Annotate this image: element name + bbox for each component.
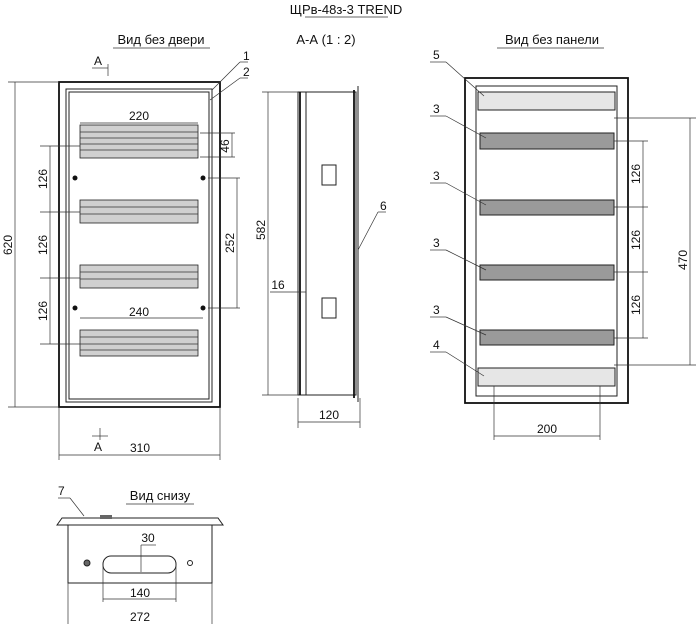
callout-3-c: 3 xyxy=(433,236,440,250)
callout-3-d: 3 xyxy=(433,303,440,317)
front-rail-1 xyxy=(79,124,199,159)
panel-rail-3 xyxy=(479,264,615,281)
dim-252: 252 xyxy=(223,233,237,253)
dim-470: 470 xyxy=(676,250,690,270)
panel-rail-1 xyxy=(479,132,615,150)
view-label-panel: Вид без панели xyxy=(505,32,599,47)
dim-272: 272 xyxy=(130,610,150,624)
section-marker-top: А xyxy=(94,54,102,68)
callout-5: 5 xyxy=(433,48,440,62)
dim-126-p3: 126 xyxy=(629,295,643,315)
callout-2: 2 xyxy=(243,65,250,79)
view-label-bottom: Вид снизу xyxy=(130,488,191,503)
dim-582: 582 xyxy=(254,220,268,240)
front-rail-4 xyxy=(79,329,199,357)
cable-slot xyxy=(102,555,177,574)
front-view: 220 240 46 252 126 126 126 620 310 А А 1… xyxy=(1,49,250,460)
dim-620: 620 xyxy=(1,235,15,255)
terminal-block-top xyxy=(477,91,616,111)
dim-46: 46 xyxy=(218,139,232,153)
view-label-front: Вид без двери xyxy=(117,32,204,47)
view-label-section: А-А (1 : 2) xyxy=(296,32,355,47)
callout-3-a: 3 xyxy=(433,102,440,116)
terminal-block-bottom xyxy=(477,367,616,387)
section-view: 582 16 120 6 xyxy=(254,86,387,428)
bottom-view: Вид снизу 7 30 140 272 xyxy=(56,484,224,624)
front-rail-2 xyxy=(79,199,199,224)
dim-16: 16 xyxy=(271,278,285,292)
dim-126-p2: 126 xyxy=(629,230,643,250)
dim-120: 120 xyxy=(319,408,339,422)
dim-126-c: 126 xyxy=(36,301,50,321)
dim-200: 200 xyxy=(537,422,557,436)
dim-140: 140 xyxy=(130,586,150,600)
dim-240: 240 xyxy=(129,305,149,319)
drawing-title: ЩРв-48з-3 TREND xyxy=(290,2,402,17)
dim-126-a: 126 xyxy=(36,169,50,189)
section-marker-bottom: А xyxy=(94,440,102,454)
dim-220: 220 xyxy=(129,109,149,123)
callout-4: 4 xyxy=(433,338,440,352)
callout-3-b: 3 xyxy=(433,169,440,183)
panel-view: 470 126 126 126 200 5 3 3 3 3 4 xyxy=(430,48,696,440)
dim-310: 310 xyxy=(130,441,150,455)
callout-6: 6 xyxy=(380,199,387,213)
front-rail-3 xyxy=(79,264,199,289)
callout-7: 7 xyxy=(58,484,65,498)
dim-126-p1: 126 xyxy=(629,164,643,184)
panel-rail-2 xyxy=(479,199,615,216)
dim-126-b: 126 xyxy=(36,235,50,255)
callout-1: 1 xyxy=(243,49,250,63)
dim-30: 30 xyxy=(141,531,155,545)
panel-rail-4 xyxy=(479,329,615,346)
